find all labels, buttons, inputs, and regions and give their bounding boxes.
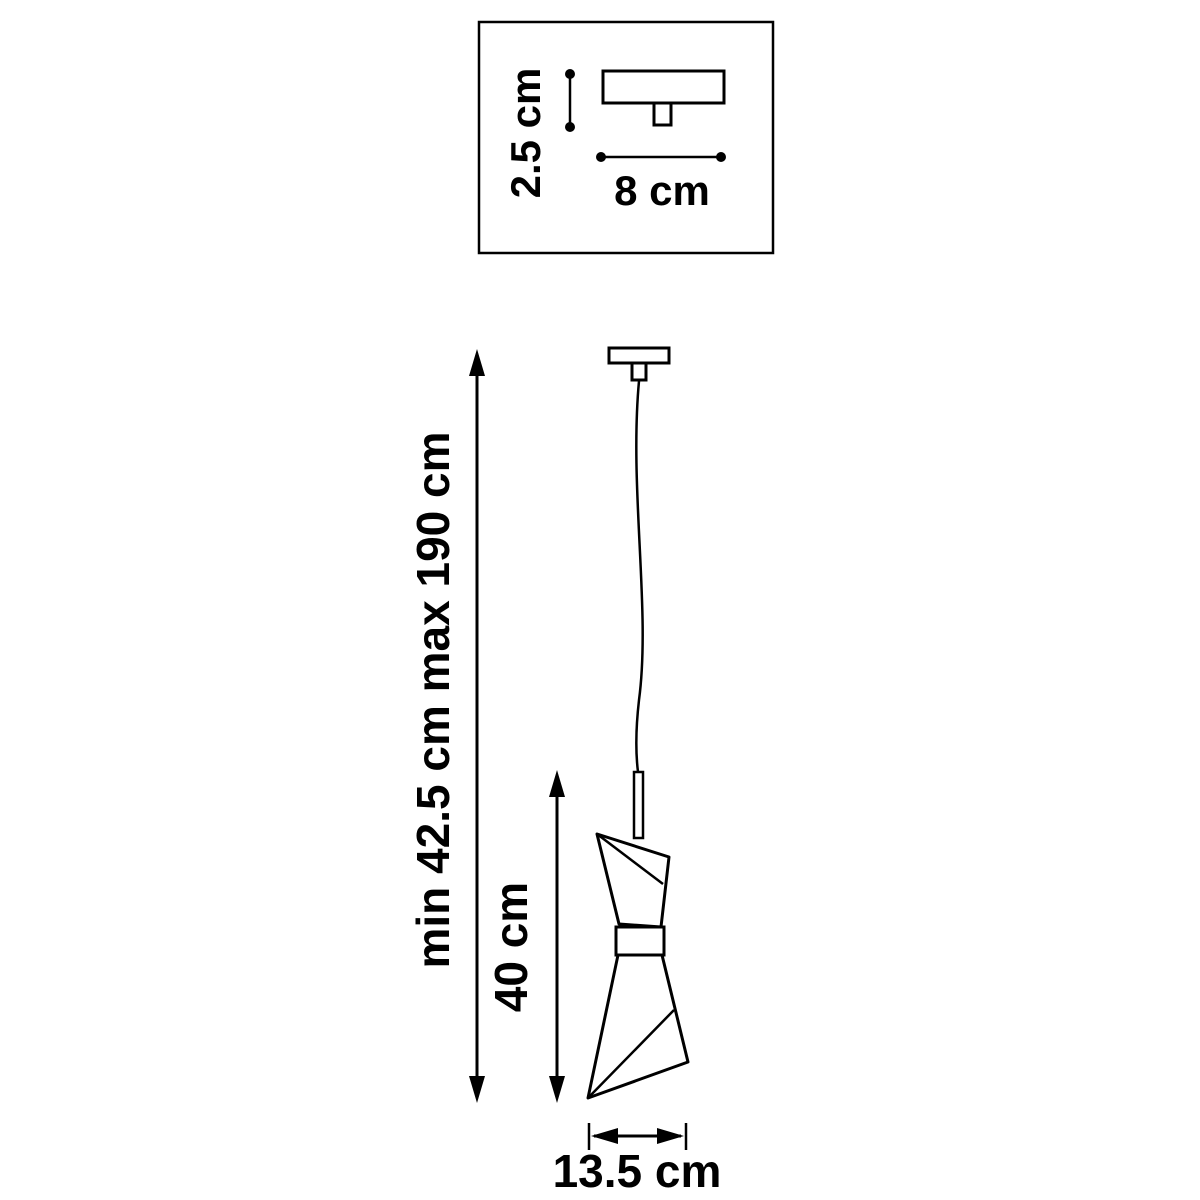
suspension-cable xyxy=(635,380,644,773)
dim-dot-right xyxy=(716,152,726,162)
fixture-height-label: 40 cm xyxy=(485,882,537,1012)
arrowhead-down-icon xyxy=(469,1076,485,1103)
canopy-detail-inset: 2.5 cm 8 cm xyxy=(477,20,775,255)
overall-height-label: min 42.5 cm max 190 cm xyxy=(407,432,459,969)
arrowhead-up-icon xyxy=(469,349,485,376)
lamp-rod xyxy=(632,770,645,840)
dim-dot-bottom xyxy=(565,122,575,132)
overall-height-dimension: min 42.5 cm max 190 cm xyxy=(407,349,485,1103)
arrowhead-right-icon xyxy=(657,1128,684,1144)
fixture-height-dimension: 40 cm xyxy=(485,770,565,1103)
center-band xyxy=(614,925,666,957)
dim-dot-left xyxy=(596,152,606,162)
canopy-plate xyxy=(601,69,726,105)
lower-shade-cone xyxy=(586,953,690,1100)
canopy-stem xyxy=(652,101,673,127)
detail-box-border xyxy=(477,20,775,255)
shade-width-dimension: 13.5 cm xyxy=(553,1123,722,1197)
ceiling-mount-stem xyxy=(630,361,648,382)
dim-dot-top xyxy=(565,69,575,79)
arrowhead-up-icon xyxy=(549,770,565,797)
ceiling-mount xyxy=(607,346,671,365)
pendant-lamp-drawing xyxy=(586,346,690,1100)
shade-width-label: 13.5 cm xyxy=(553,1145,722,1197)
lower-shade-fold-line xyxy=(587,1009,675,1099)
arrowhead-down-icon xyxy=(549,1076,565,1103)
canopy-height-label: 2.5 cm xyxy=(502,68,549,199)
upper-shade-fold-line xyxy=(596,833,664,885)
canopy-width-label: 8 cm xyxy=(614,167,710,214)
arrowhead-left-icon xyxy=(591,1128,618,1144)
